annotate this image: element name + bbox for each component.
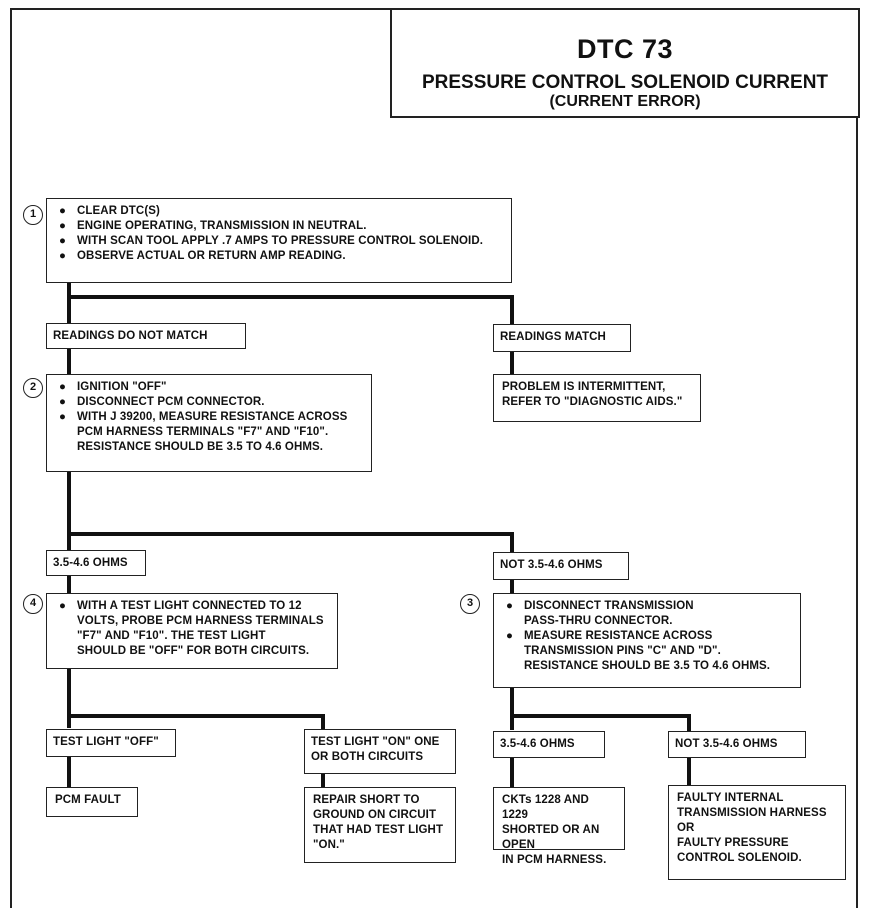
bullet-glyph: ● <box>59 396 67 408</box>
label-ohms-not-ok-1: NOT 3.5-4.6 OHMS <box>493 552 629 580</box>
bullet-glyph: ● <box>59 235 67 247</box>
label-ohms-not-ok-2: NOT 3.5-4.6 OHMS <box>668 731 806 758</box>
step-3-bullet: ●DISCONNECT TRANSMISSION PASS-THRU CONNE… <box>506 600 694 627</box>
step-number-3: 3 <box>460 594 480 614</box>
result-repair-short: REPAIR SHORT TO GROUND ON CIRCUIT THAT H… <box>304 787 456 863</box>
step-2-bullet: ●DISCONNECT PCM CONNECTOR. <box>59 396 265 408</box>
bullet-glyph: ● <box>59 205 67 217</box>
connector-line <box>67 532 71 550</box>
step-3-bullet: ●MEASURE RESISTANCE ACROSS TRANSMISSION … <box>506 630 771 672</box>
connector-line <box>510 578 514 594</box>
result-pcm-fault: PCM FAULT <box>46 787 138 817</box>
connector-line <box>67 295 513 299</box>
step-number-2: 2 <box>23 378 43 398</box>
bullet-glyph: ● <box>506 630 514 642</box>
connector-line <box>510 714 690 718</box>
result-faulty-internal: FAULTY INTERNAL TRANSMISSION HARNESS OR … <box>668 785 846 880</box>
connector-line <box>67 575 71 594</box>
result-ckts-shorted: CKTs 1228 AND 1229 SHORTED OR AN OPEN IN… <box>493 787 625 866</box>
connector-line <box>67 668 71 728</box>
connector-line <box>67 532 513 536</box>
connector-line <box>510 756 514 788</box>
step-4-box: ●WITH A TEST LIGHT CONNECTED TO 12 VOLTS… <box>46 593 338 669</box>
bullet-glyph: ● <box>59 600 67 612</box>
step-2-bullet: ●WITH J 39200, MEASURE RESISTANCE ACROSS… <box>59 411 348 453</box>
bullet-glyph: ● <box>59 411 67 423</box>
connector-line <box>510 532 514 552</box>
connector-line <box>510 350 514 376</box>
step-1-bullet: ●CLEAR DTC(S) <box>59 205 160 217</box>
bullet-glyph: ● <box>59 381 67 393</box>
label-test-light-off: TEST LIGHT "OFF" <box>46 729 176 757</box>
connector-line <box>67 470 71 536</box>
step-number-1: 1 <box>23 205 43 225</box>
connector-line <box>67 347 71 375</box>
step-1-bullet: ●ENGINE OPERATING, TRANSMISSION IN NEUTR… <box>59 220 367 232</box>
connector-line <box>321 772 325 788</box>
dtc-code: DTC 73 <box>576 34 674 64</box>
label-test-light-on: TEST LIGHT "ON" ONE OR BOTH CIRCUITS <box>304 729 456 774</box>
connector-line <box>67 295 71 325</box>
dtc-subtitle: (CURRENT ERROR) <box>549 93 701 110</box>
connector-line <box>67 755 71 788</box>
step-1-bullet: ●OBSERVE ACTUAL OR RETURN AMP READING. <box>59 250 346 262</box>
connector-line <box>510 686 514 730</box>
step-2-box: ●IGNITION "OFF" ●DISCONNECT PCM CONNECTO… <box>46 374 372 472</box>
step-3-box: ●DISCONNECT TRANSMISSION PASS-THRU CONNE… <box>493 593 801 688</box>
connector-line <box>687 714 691 732</box>
step-4-bullet: ●WITH A TEST LIGHT CONNECTED TO 12 VOLTS… <box>59 600 324 657</box>
label-readings-do-not-match: READINGS DO NOT MATCH <box>46 323 246 349</box>
connector-line <box>67 714 324 718</box>
step-2-bullet: ●IGNITION "OFF" <box>59 381 167 393</box>
connector-line <box>687 756 691 786</box>
connector-line <box>510 295 514 325</box>
connector-line <box>67 281 71 298</box>
title-block: DTC 73 PRESSURE CONTROL SOLENOID CURRENT… <box>390 8 860 118</box>
bullet-glyph: ● <box>506 600 514 612</box>
result-intermittent: PROBLEM IS INTERMITTENT, REFER TO "DIAGN… <box>493 374 701 422</box>
label-ohms-ok-2: 3.5-4.6 OHMS <box>493 731 605 758</box>
step-1-box: ●CLEAR DTC(S) ●ENGINE OPERATING, TRANSMI… <box>46 198 512 283</box>
label-ohms-ok-1: 3.5-4.6 OHMS <box>46 550 146 576</box>
label-readings-match: READINGS MATCH <box>493 324 631 352</box>
dtc-name: PRESSURE CONTROL SOLENOID CURRENT <box>421 72 829 93</box>
bullet-glyph: ● <box>59 250 67 262</box>
step-number-4: 4 <box>23 594 43 614</box>
step-1-bullet: ●WITH SCAN TOOL APPLY .7 AMPS TO PRESSUR… <box>59 235 484 247</box>
connector-line <box>321 714 325 730</box>
bullet-glyph: ● <box>59 220 67 232</box>
